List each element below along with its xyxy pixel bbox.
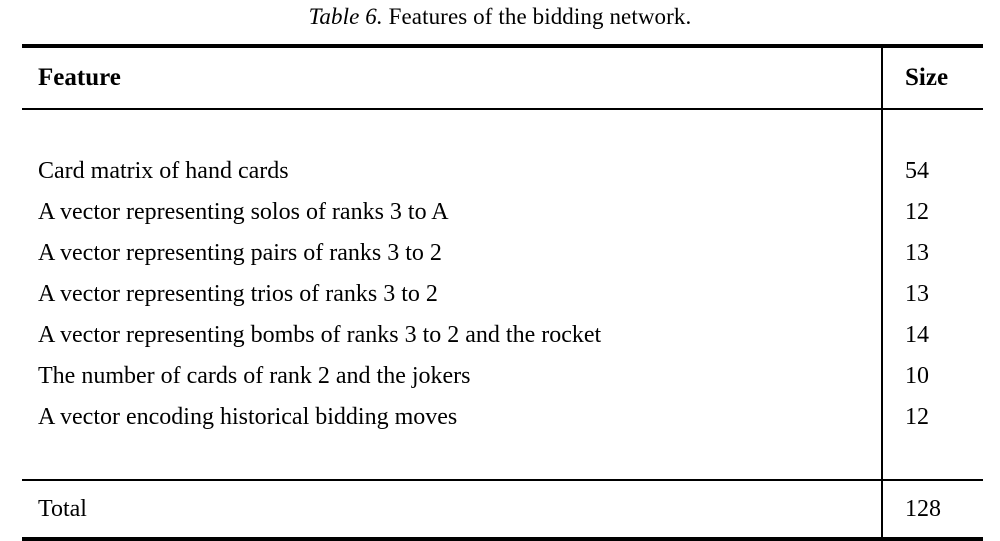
cell-size: 13: [881, 233, 983, 274]
table-row: A vector representing pairs of ranks 3 t…: [22, 233, 983, 274]
cell-total-label: Total: [38, 496, 87, 522]
features-table: Feature Size: [22, 48, 983, 108]
table-container: Feature Size Card matrix of hand cards 5…: [22, 44, 983, 541]
table-header-row: Feature Size: [22, 48, 983, 108]
column-header-size: Size: [881, 48, 983, 108]
table-total-row: Total 128: [22, 481, 983, 537]
table-total-rule: [22, 479, 983, 481]
spacer-cell-feature: [22, 110, 882, 151]
table-row: Card matrix of hand cards 54: [22, 151, 983, 192]
table-row: A vector representing trios of ranks 3 t…: [22, 274, 983, 315]
cell-size: 54: [881, 151, 983, 192]
table-row: A vector encoding historical bidding mov…: [22, 397, 983, 438]
column-header-feature: Feature: [38, 64, 121, 91]
cell-total-size: 128: [881, 481, 983, 537]
table-row: A vector representing bombs of ranks 3 t…: [22, 315, 983, 356]
cell-feature: The number of cards of rank 2 and the jo…: [38, 363, 471, 389]
spacer-cell-feature: [22, 438, 882, 479]
table-body-spacer: [22, 110, 983, 151]
cell-feature: Card matrix of hand cards: [38, 158, 289, 184]
table-row: The number of cards of rank 2 and the jo…: [22, 356, 983, 397]
caption-label: Table 6.: [308, 4, 383, 29]
cell-size: 12: [881, 397, 983, 438]
cell-size: 10: [881, 356, 983, 397]
features-table-body: Card matrix of hand cards 54 A vector re…: [22, 110, 983, 479]
table-caption: Table 6. Features of the bidding network…: [0, 2, 1000, 32]
cell-feature: A vector representing bombs of ranks 3 t…: [38, 322, 602, 348]
cell-feature: A vector representing pairs of ranks 3 t…: [38, 240, 442, 266]
spacer-cell-size: [881, 438, 983, 479]
caption-text: Features of the bidding network.: [382, 4, 692, 29]
cell-feature: A vector representing trios of ranks 3 t…: [38, 281, 438, 307]
table-row: A vector representing solos of ranks 3 t…: [22, 192, 983, 233]
cell-size: 12: [881, 192, 983, 233]
cell-feature: A vector encoding historical bidding mov…: [38, 404, 458, 430]
table-toprule: [22, 44, 983, 48]
cell-size: 13: [881, 274, 983, 315]
table-bottomrule: [22, 537, 983, 541]
cell-size: 14: [881, 315, 983, 356]
cell-feature: A vector representing solos of ranks 3 t…: [38, 199, 449, 225]
spacer-cell-size: [881, 110, 983, 151]
table-midrule: [22, 108, 983, 110]
features-table-total: Total 128: [22, 481, 983, 537]
table-body-spacer-bottom: [22, 438, 983, 479]
